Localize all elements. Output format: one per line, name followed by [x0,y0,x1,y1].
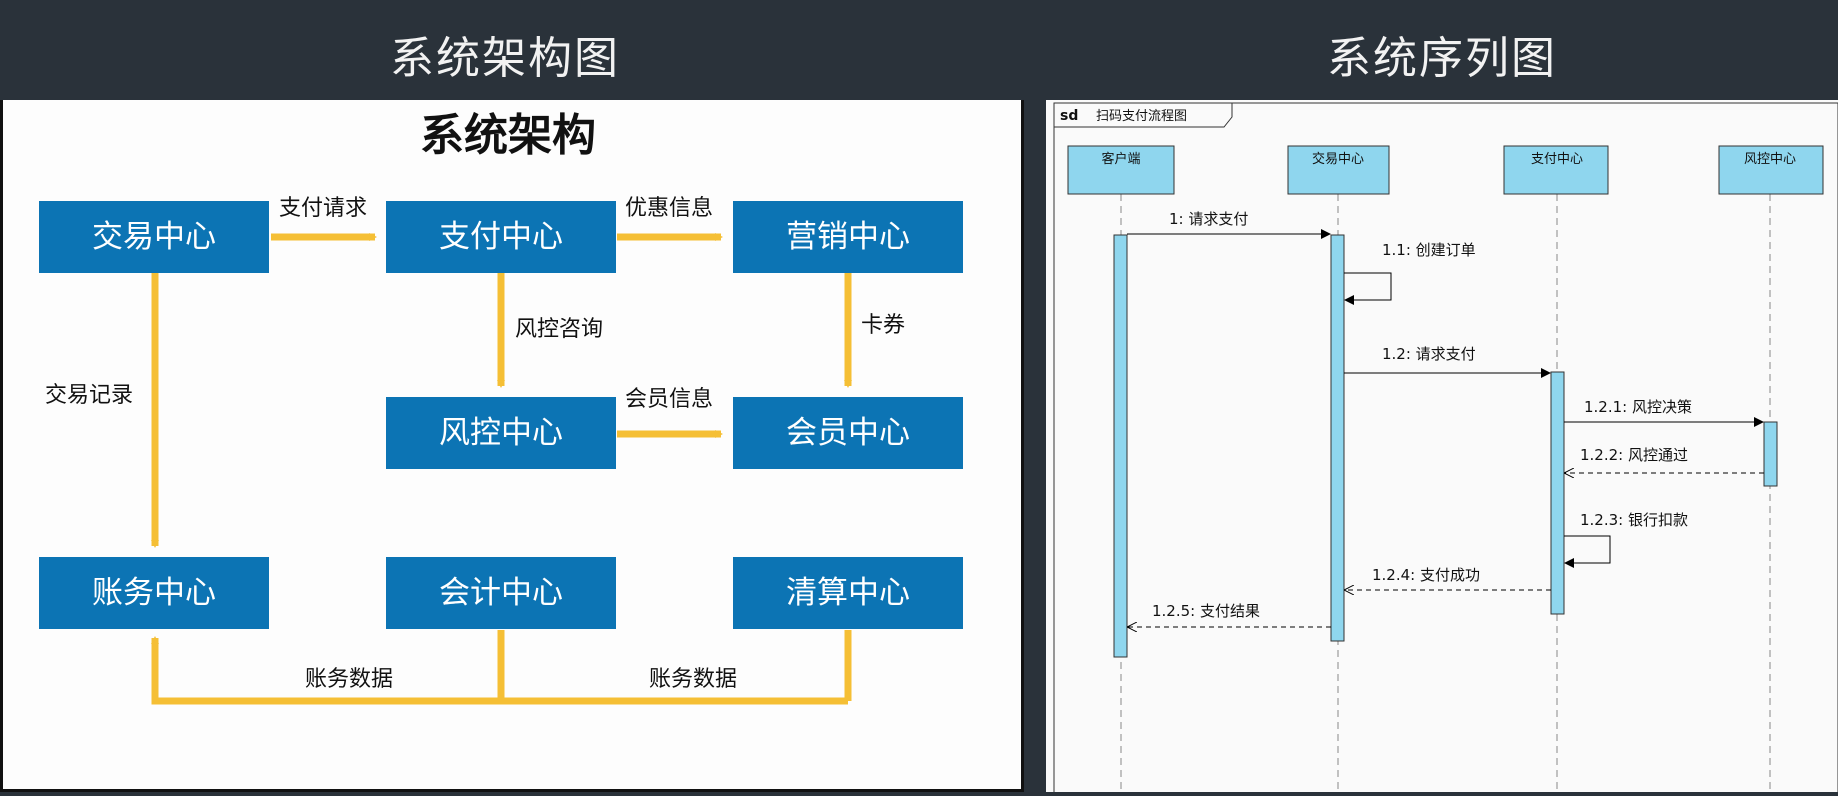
edge-label-accounting-ledger: 账务数据 [305,667,393,692]
lifeline-head-trade-label: 交易中心 [1312,151,1364,167]
edge-label-marketing-member: 卡券 [861,313,905,338]
edge-label-payment-marketing: 优惠信息 [625,196,713,221]
lifeline-head-trade: 交易中心 [1287,145,1390,195]
node-trade: 交易中心 [39,201,269,273]
lifeline-head-client-label: 客户端 [1101,151,1140,167]
message-arrow-1-2-3 [1564,535,1611,568]
node-trade-label: 交易中心 [92,219,216,255]
lifeline-head-payment-label: 支付中心 [1531,152,1583,167]
lifeline-head-payment: 支付中心 [1503,145,1609,195]
left-heading: 系统架构图 [390,33,620,84]
message-label-1-2-1: 1.2.1: 风控决策 [1584,398,1692,416]
node-accounting-label: 会计中心 [439,575,563,611]
frame-title: 扫码支付流程图 [1096,109,1187,124]
node-ledger: 账务中心 [39,557,269,629]
arrow-accounting-ledger [151,630,505,705]
message-label-1-1: 1.1: 创建订单 [1382,241,1476,259]
node-member: 会员中心 [733,397,963,469]
node-marketing: 营销中心 [733,201,963,273]
node-clearing: 清算中心 [733,557,963,629]
architecture-diagram: 系统架构 交易中心 支付中心 [39,110,963,705]
node-payment-label: 支付中心 [439,219,563,255]
activation-risk [1763,421,1778,487]
node-accounting: 会计中心 [386,557,616,629]
message-label-1-2-3: 1.2.3: 银行扣款 [1580,511,1688,529]
lifeline-head-risk-label: 风控中心 [1744,152,1796,167]
right-heading: 系统序列图 [1327,33,1557,84]
node-marketing-label: 营销中心 [786,219,910,255]
edge-label-trade-payment: 支付请求 [279,196,367,221]
node-risk-label: 风控中心 [439,415,563,451]
activation-trade [1330,234,1345,642]
node-ledger-label: 账务中心 [92,575,216,611]
sequence-diagram: sd 扫码支付流程图 客户端 交易中心 支付中心 [1053,102,1838,796]
lifeline-head-client: 客户端 [1067,145,1175,195]
node-payment: 支付中心 [386,201,616,273]
activation-payment [1550,371,1565,615]
edge-label-clearing-ledger: 账务数据 [649,667,737,692]
node-risk: 风控中心 [386,397,616,469]
message-label-1-2-4: 1.2.4: 支付成功 [1372,566,1480,584]
activation-client [1113,234,1128,658]
edge-label-payment-risk: 风控咨询 [515,317,603,342]
message-label-1-2: 1.2: 请求支付 [1382,345,1476,363]
frame-tab [1054,103,1233,128]
sequence-frame [1053,102,1838,796]
node-member-label: 会员中心 [786,415,910,451]
message-label-1-2-5: 1.2.5: 支付结果 [1152,602,1260,620]
frame-tag: sd [1060,108,1078,124]
edge-label-trade-ledger: 交易记录 [45,383,133,408]
message-arrow-1-1 [1344,272,1392,305]
message-label-1-2-2: 1.2.2: 风控通过 [1580,446,1688,464]
lifeline-head-risk: 风控中心 [1718,145,1824,195]
edge-label-risk-member: 会员信息 [625,387,713,412]
architecture-panel: 系统架构 交易中心 支付中心 [0,100,1024,792]
node-clearing-label: 清算中心 [786,575,910,611]
sequence-panel: sd 扫码支付流程图 客户端 交易中心 支付中心 [1046,100,1838,796]
message-label-1: 1: 请求支付 [1169,210,1248,228]
architecture-title: 系统架构 [420,110,596,161]
